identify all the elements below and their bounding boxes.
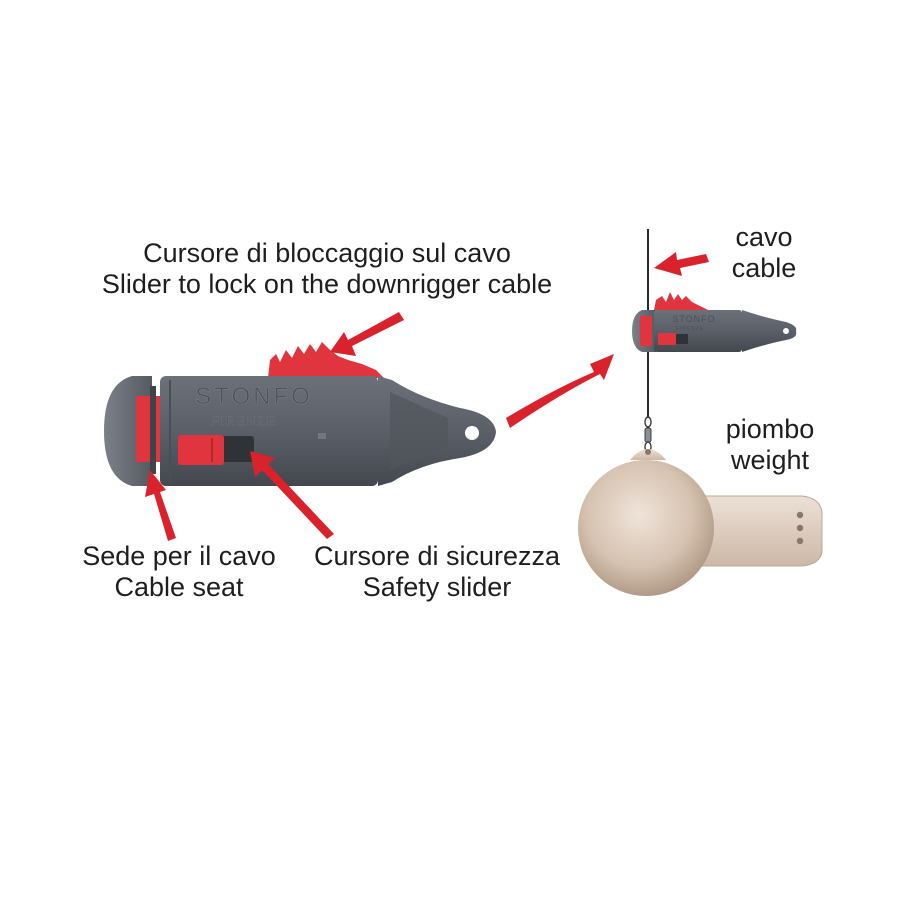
label-cable: cavo cable (714, 222, 814, 284)
arrow-to-small-view (506, 354, 614, 428)
weight-ball (578, 460, 714, 596)
lead-weight (578, 449, 823, 596)
label-cable-seat: Sede per il cavo Cable seat (70, 541, 288, 603)
brand-emboss: STONFO (195, 383, 313, 410)
arrow-lock-slider (330, 312, 404, 356)
label-lock-slider-en: Slider to lock on the downrigger cable (101, 269, 553, 299)
arrow-cable (654, 252, 709, 276)
label-lock-slider: Cursore di bloccaggio sul cavo Slider to… (88, 238, 566, 300)
arrow-safety-slider (250, 451, 334, 539)
tail-ring-hole (465, 426, 479, 440)
label-cable-seat-en: Cable seat (114, 572, 244, 602)
label-lock-slider-it: Cursore di bloccaggio sul cavo (143, 238, 511, 268)
weight-fin (683, 495, 823, 567)
city-emboss-small: FIRENZE (676, 326, 704, 332)
city-emboss: FIRENZE (211, 414, 276, 428)
release-clip-large: STONFO FIRENZE (104, 342, 496, 486)
safety-slider-large (178, 435, 224, 465)
lock-slider-large (268, 342, 384, 378)
label-safety-slider-it: Cursore di sicurezza (313, 541, 561, 571)
swivel (644, 416, 652, 453)
arrow-cable-seat (145, 470, 176, 541)
label-cable-seat-it: Sede per il cavo (82, 541, 276, 571)
label-weight-en: weight (730, 445, 810, 475)
label-safety-slider-en: Safety slider (362, 572, 512, 602)
label-weight-it: piombo (725, 414, 815, 444)
assembly-small: STONFO FIRENZE (578, 229, 823, 596)
label-cable-en: cable (731, 253, 797, 283)
safety-slider-small (658, 333, 676, 345)
label-weight: piombo weight (712, 414, 828, 476)
brand-emboss-small: STONFO (672, 314, 715, 324)
lock-slider-small (654, 292, 708, 310)
label-safety-slider: Cursore di sicurezza Safety slider (312, 541, 562, 603)
label-cable-it: cavo (735, 222, 793, 252)
